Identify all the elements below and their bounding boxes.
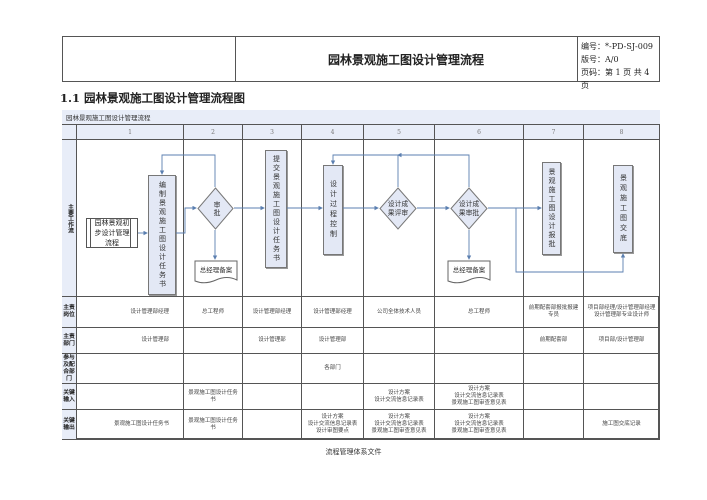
- position-cell-3: 设计管理部经理: [243, 297, 302, 328]
- diamond-shape-icon: [197, 187, 234, 230]
- participants-cell-6: [435, 354, 524, 384]
- flow-step-4-box[interactable]: 设计过程控制: [323, 165, 343, 255]
- key-input-cell-7: [524, 384, 584, 410]
- key-input-cell-1: [77, 384, 184, 410]
- department-cell-2: [184, 328, 243, 354]
- row-label-key-input: 关键输入: [62, 384, 77, 410]
- column-header-3: 3: [243, 125, 302, 140]
- diamond-shape-icon: [379, 187, 417, 230]
- department-cell-7: 前期配套部: [524, 328, 584, 354]
- position-cell-1: 设计管理部经理: [77, 297, 184, 328]
- position-cell-5: 公司全体技术人员: [364, 297, 435, 328]
- document-meta: 编号：*-PD-SJ-009 版号：A/0 页码：第 1 页 共 4 页: [577, 37, 659, 90]
- section-title: 1.1 园林景观施工图设计管理流程图: [60, 91, 246, 105]
- column-header-7: 7: [524, 125, 584, 140]
- row-label-flow: 主要工作流: [62, 140, 77, 297]
- flow-step-6-doc-label: 总经理备案: [452, 266, 486, 275]
- doc-number: 编号：*-PD-SJ-009: [581, 42, 654, 51]
- column-header-8: 8: [584, 125, 660, 140]
- department-cell-5: [364, 328, 435, 354]
- key-input-cell-2: 景观施工图设计任务书: [184, 384, 243, 410]
- doc-version: 版号：A/0: [581, 55, 619, 64]
- position-cell-2: 总工程师: [184, 297, 243, 328]
- column-header-1: 1: [77, 125, 184, 140]
- flow-step-8-box[interactable]: 景观施工图交底: [613, 165, 633, 253]
- department-cell-3: 设计管理部: [243, 328, 302, 354]
- column-header-6: 6: [435, 125, 524, 140]
- participants-cell-3: [243, 354, 302, 384]
- column-header-4: 4: [302, 125, 364, 140]
- flow-step-1-label: 编制景观施工图设计任务书: [158, 181, 167, 289]
- logo-cell: [63, 37, 236, 81]
- document-shape-icon: [194, 260, 238, 284]
- participants-cell-1: [77, 354, 184, 384]
- flow-step-8-label: 景观施工图交底: [619, 174, 628, 244]
- flow-step-1-box[interactable]: 编制景观施工图设计任务书: [148, 175, 176, 295]
- department-cell-8: 项目部/设计管理部: [584, 328, 660, 354]
- flow-step-3-label: 提交景观施工图设计任务书: [272, 155, 281, 263]
- flow-step-3-box[interactable]: 提交景观施工图设计任务书: [265, 150, 287, 268]
- key-output-cell-3: [243, 410, 302, 440]
- column-header-2: 2: [184, 125, 243, 140]
- key-output-cell-4: 设计方案 设计交流信息记录表 设计审图要点: [302, 410, 364, 440]
- document-title: 园林景观施工图设计管理流程: [235, 37, 578, 81]
- diamond-shape-icon: [450, 187, 488, 230]
- key-output-cell-7: [524, 410, 584, 440]
- participants-cell-7: [524, 354, 584, 384]
- flow-step-5-decision[interactable]: 设计成果评审: [379, 187, 417, 230]
- footer-text: 流程管理体系文件: [325, 448, 382, 456]
- key-input-cell-3: [243, 384, 302, 410]
- flow-step-2-decision[interactable]: 审批: [197, 187, 234, 230]
- row-label-participants: 参与及配合部门: [62, 354, 77, 384]
- key-input-cell-8: [584, 384, 660, 410]
- table-title: 园林景观施工图设计管理流程: [62, 110, 660, 125]
- flow-start-box[interactable]: 园林景观初步设计管理流程: [86, 218, 138, 248]
- flow-step-2-label: 审批: [212, 200, 220, 217]
- key-output-cell-1: 景观施工图设计任务书: [77, 410, 184, 440]
- flow-step-2-document[interactable]: 总经理备案: [194, 260, 238, 285]
- flow-start-label: 园林景观初步设计管理流程: [94, 219, 130, 247]
- document-header: 园林景观施工图设计管理流程 编号：*-PD-SJ-009 版号：A/0 页码：第…: [62, 36, 660, 90]
- flow-step-6-label: 设计成果审批: [458, 199, 480, 217]
- key-output-cell-6: 设计方案 设计交流信息记录表 景观施工图审查意见表: [435, 410, 524, 440]
- key-output-cell-5: 设计方案 设计交流信息记录表 景观施工图审查意见表: [364, 410, 435, 440]
- position-cell-7: 前期配套部报批报建专员: [524, 297, 584, 328]
- key-output-cell-2: 景观施工图设计任务书: [184, 410, 243, 440]
- doc-page: 页码：第 1 页 共 4 页: [581, 68, 650, 90]
- flow-step-4-label: 设计过程控制: [329, 180, 338, 240]
- key-input-cell-6: 设计方案 设计交流信息记录表 景观施工图审查意见表: [435, 384, 524, 410]
- row-label-key-output: 关键输出: [62, 410, 77, 440]
- row-label-department: 主责部门: [62, 328, 77, 354]
- document-shape-icon: [447, 260, 491, 284]
- flow-step-7-label: 景观施工图设计报批: [548, 168, 556, 249]
- department-cell-6: [435, 328, 524, 354]
- key-input-cell-4: [302, 384, 364, 410]
- position-cell-4: 设计管理部经理: [302, 297, 364, 328]
- flow-step-5-label: 设计成果评审: [387, 199, 409, 217]
- participants-cell-5: [364, 354, 435, 384]
- row-label-blank: [62, 125, 77, 140]
- position-cell-8: 项目部经理/设计管理部经理 设计管理部专业设计师: [584, 297, 660, 328]
- flow-step-6-document[interactable]: 总经理备案: [447, 260, 491, 285]
- flow-step-2-doc-label: 总经理备案: [199, 266, 233, 275]
- key-output-cell-8: 施工图交底记录: [584, 410, 660, 440]
- row-label-position: 主责岗位: [62, 297, 77, 328]
- department-cell-1: 设计管理部: [77, 328, 184, 354]
- department-cell-4: 设计管理部: [302, 328, 364, 354]
- participants-cell-2: [184, 354, 243, 384]
- position-cell-6: 总工程师: [435, 297, 524, 328]
- column-header-5: 5: [364, 125, 435, 140]
- participants-cell-8: [584, 354, 660, 384]
- flow-step-7-box[interactable]: 景观施工图设计报批: [542, 162, 561, 255]
- participants-cell-4: 各部门: [302, 354, 364, 384]
- key-input-cell-5: 设计方案 设计交流信息记录表: [364, 384, 435, 410]
- flow-step-6-decision[interactable]: 设计成果审批: [450, 187, 488, 230]
